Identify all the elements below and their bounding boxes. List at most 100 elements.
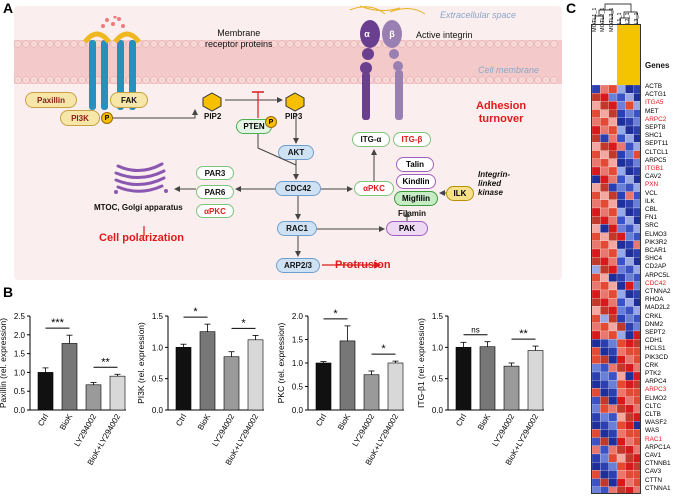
heatmap-cell	[600, 232, 609, 241]
heatmap-cell	[625, 314, 634, 323]
heatmap-cell	[592, 396, 601, 405]
y-tick-label: 0.0	[292, 406, 304, 415]
heatmap-cell	[592, 412, 601, 422]
genes-header: Genes	[645, 61, 670, 70]
gene-label: CD2AP	[645, 263, 667, 271]
heatmap-cell	[600, 355, 609, 364]
heatmap-cell	[625, 117, 634, 127]
heatmap-cell	[633, 388, 640, 397]
heatmap-cell	[592, 486, 601, 493]
gene-label: ILK	[645, 197, 655, 205]
heatmap-cell	[600, 388, 609, 397]
heatmap-cell	[600, 117, 609, 127]
y-tick-label: 2.0	[14, 331, 26, 340]
gene-label: SEPT2	[645, 329, 666, 336]
heatmap-cell	[616, 93, 626, 102]
heatmap-cell	[616, 470, 626, 479]
heatmap-cell	[592, 101, 601, 110]
x-tick-label: BioK	[58, 412, 75, 432]
heatmap-cell	[592, 183, 601, 192]
heatmap-cell	[608, 281, 618, 291]
heatmap-cell	[625, 248, 634, 258]
heatmap-cell	[600, 265, 609, 274]
gene-label: SEPT11	[645, 140, 669, 148]
gene-label: HCLS1	[645, 345, 666, 353]
y-tick-label: 0.5	[14, 387, 26, 396]
heatmap-cell	[608, 412, 618, 422]
heatmap-cell	[608, 462, 618, 471]
heatmap-cell	[625, 125, 634, 135]
heatmap-cell	[616, 355, 626, 364]
heatmap-cell	[592, 281, 601, 291]
y-axis-label: PI3K (rel. expression)	[136, 322, 146, 404]
heatmap-cell	[633, 265, 640, 274]
expression-heatmap	[591, 24, 641, 494]
heatmap-cell	[633, 150, 640, 159]
heatmap-cell	[608, 339, 618, 348]
heatmap-cell	[608, 470, 618, 479]
heatmap-cell	[616, 462, 626, 471]
heatmap-cell	[608, 134, 618, 143]
heatmap-cell	[616, 289, 626, 299]
heatmap-cell	[625, 158, 634, 168]
heatmap-cell	[633, 396, 640, 405]
heatmap-cell	[592, 199, 601, 209]
heatmap-cell	[633, 224, 640, 233]
heatmap-cell	[625, 445, 634, 455]
heatmap-cell	[592, 142, 601, 151]
heatmap-cell	[625, 453, 634, 463]
heatmap-cell	[625, 322, 634, 332]
gene-label: ARPC3	[645, 386, 667, 394]
gene-label: ITGA5	[645, 99, 664, 107]
heatmap-cell	[633, 158, 640, 168]
heatmap-cell	[633, 175, 640, 184]
heatmap-cell	[600, 281, 609, 291]
heatmap-cell	[625, 224, 634, 233]
heatmap-cell	[616, 486, 626, 493]
heatmap-cell	[592, 363, 601, 373]
heatmap-cell	[592, 93, 601, 102]
heatmap-cell	[625, 437, 634, 446]
gene-label: RAC1	[645, 435, 663, 443]
heatmap-cell	[625, 421, 634, 430]
heatmap-cell	[600, 134, 609, 143]
heatmap-cell	[633, 445, 640, 455]
heatmap-cell	[608, 191, 618, 200]
gene-label: CRKL	[645, 312, 663, 320]
membrane-receptor-label: Membrane receptor proteins	[205, 28, 273, 49]
significance-label: *	[193, 306, 198, 318]
golgi-apparatus-icon	[114, 162, 168, 194]
heatmap-cell	[608, 330, 618, 340]
heatmap-cell	[600, 347, 609, 356]
bar	[315, 362, 332, 411]
heatmap-cell	[633, 216, 640, 225]
heatmap-cell	[600, 257, 609, 266]
heatmap-cell	[608, 306, 618, 315]
heatmap-cell	[592, 437, 601, 446]
y-tick-label: 1.0	[152, 343, 164, 352]
heatmap-cell	[633, 330, 640, 340]
heatmap-cell	[633, 322, 640, 332]
significance-label: ***	[51, 317, 65, 329]
heatmap-cell	[616, 322, 626, 332]
x-tick-label: Ctrl	[454, 412, 468, 427]
x-tick-label: Ctrl	[36, 412, 50, 427]
heatmap-cell	[608, 289, 618, 299]
heatmap-cell	[600, 199, 609, 209]
gene-label: PTK2	[645, 370, 661, 377]
significance-label: *	[333, 308, 338, 320]
gene-label: SEPT8	[645, 124, 666, 131]
heatmap-cell	[592, 248, 601, 258]
heatmap-cell	[625, 191, 634, 200]
heatmap-cell	[625, 355, 634, 364]
heatmap-cell	[600, 125, 609, 135]
pathway-arrows	[113, 91, 446, 269]
heatmap-cell	[633, 191, 640, 200]
y-tick-label: 1.5	[292, 336, 304, 345]
heatmap-cell	[592, 117, 601, 127]
heatmap-cell	[616, 84, 626, 94]
heatmap-cell	[616, 125, 626, 135]
pip3-hexagon-icon	[285, 92, 305, 112]
heatmap-cell	[616, 347, 626, 356]
